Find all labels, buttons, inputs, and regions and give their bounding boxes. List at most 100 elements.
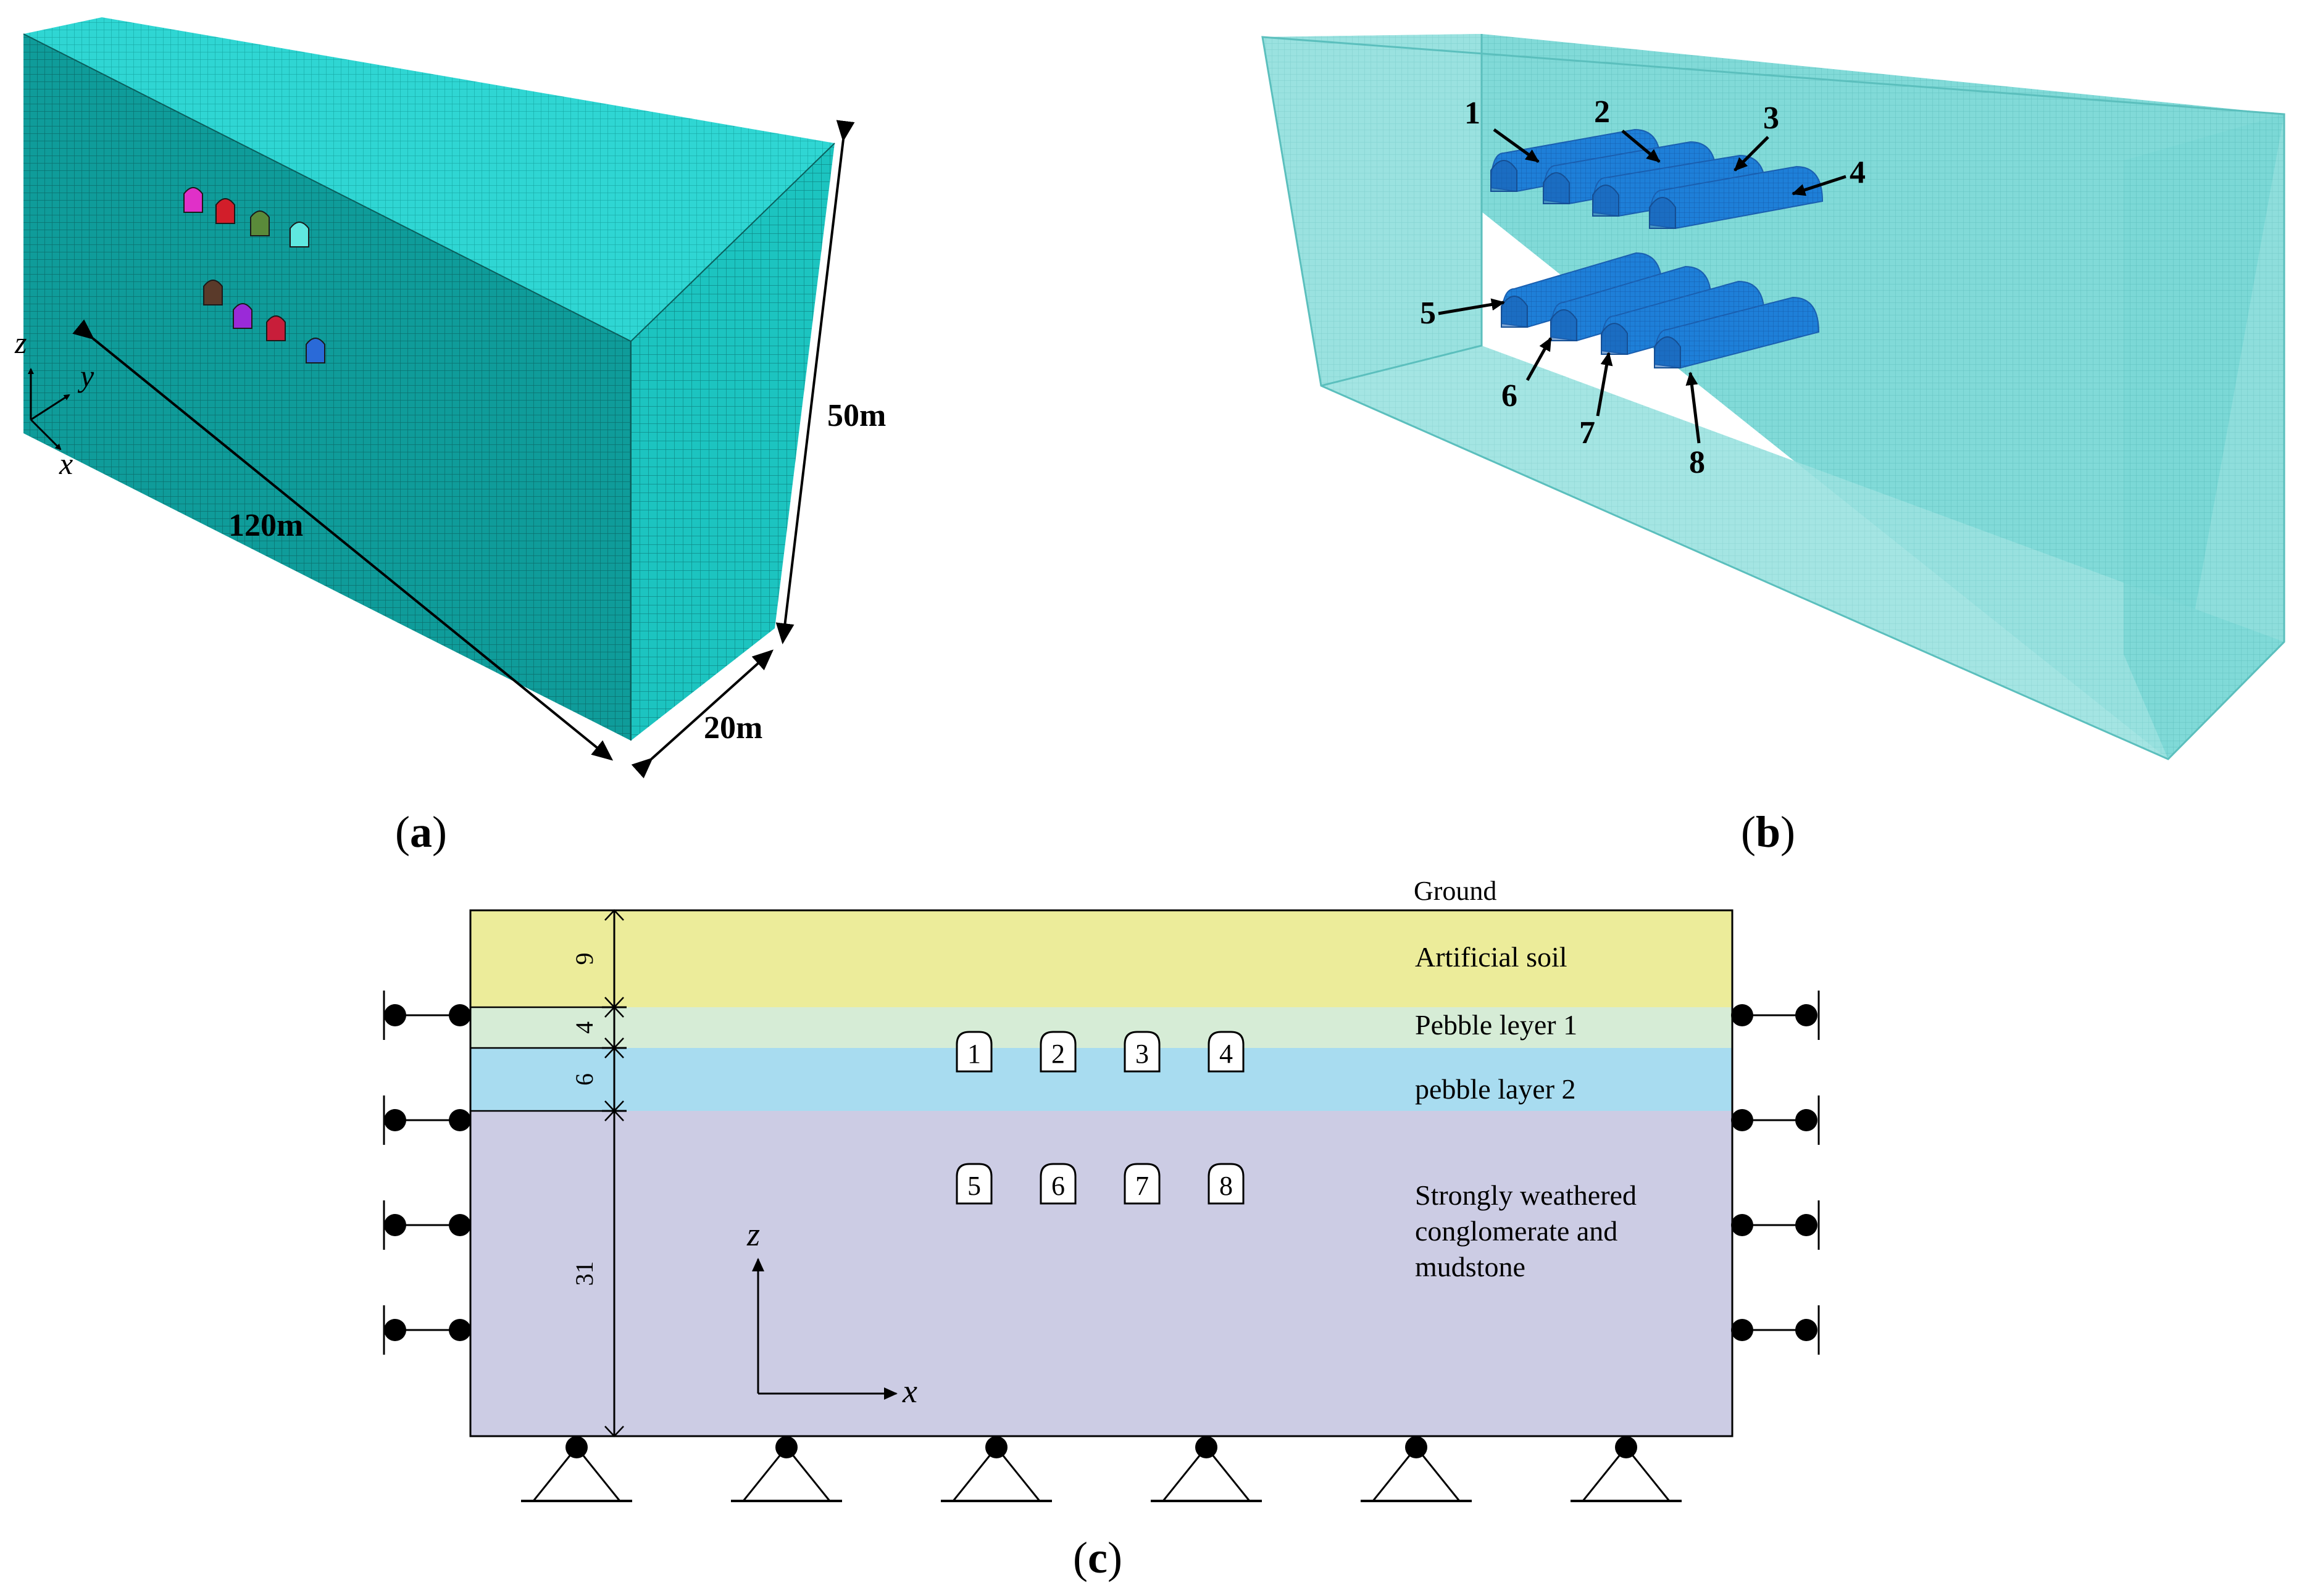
tunnel-label-6: 6	[1501, 378, 1517, 414]
tunnel-opening-5	[203, 280, 223, 305]
tunnel-section-label-3: 3	[1135, 1039, 1149, 1069]
tunnel-section-label-4: 4	[1219, 1039, 1233, 1069]
tunnel-section-7	[1124, 1163, 1161, 1205]
dimension-line-length	[72, 319, 614, 761]
section-axes: z x	[746, 1216, 917, 1410]
axis-label-y: y	[77, 359, 94, 393]
tunnel-section-8	[1208, 1163, 1245, 1205]
tunnel-section-label-1: 1	[967, 1039, 981, 1069]
left-roller-1	[384, 1004, 406, 1026]
tunnel-opening-2	[215, 198, 235, 224]
model-boundary	[469, 909, 1734, 1437]
caption-a: (a)	[395, 807, 447, 857]
tunnel-portal-5	[1501, 296, 1528, 328]
right-roller-2	[1731, 1109, 1753, 1131]
tunnel-cross-sections: 1 2 3 4 5 6 7 8	[956, 1031, 1245, 1205]
tunnel-portal-7	[1601, 323, 1628, 355]
tunnel-portal-3	[1592, 185, 1619, 217]
dimension-label-width: 20m	[704, 710, 762, 746]
axis-label-x: x	[59, 446, 73, 481]
callout-arrow-4	[1792, 175, 1846, 196]
left-roller-3	[384, 1214, 406, 1236]
dimension-label-length: 120m	[228, 508, 303, 543]
panel-b: 1 2 3 4 5 6 7 8 (b)	[1261, 34, 2285, 857]
tunnel-label-4: 4	[1850, 155, 1866, 190]
right-roller-4	[1731, 1319, 1753, 1341]
callout-arrow-3	[1734, 136, 1769, 172]
tunnel-models	[1490, 128, 1824, 369]
dimension-label-height: 50m	[827, 398, 886, 433]
tunnel-section-2	[1040, 1031, 1077, 1073]
tunnel-section-label-8: 8	[1219, 1171, 1233, 1201]
callout-arrow-6	[1525, 337, 1553, 381]
section-axis-label-x: x	[902, 1373, 917, 1410]
tunnel-section-label-5: 5	[967, 1171, 981, 1201]
tunnel-section-6	[1040, 1163, 1077, 1205]
ground-label: Ground	[1414, 876, 1496, 906]
tunnel-section-1	[956, 1031, 993, 1073]
panel-a: z y x 120m 50m 20m (a)	[14, 17, 886, 857]
mesh-box-right	[2124, 114, 2284, 759]
callout-arrow-7	[1596, 352, 1613, 417]
tunnel-label-5: 5	[1420, 296, 1436, 331]
tunnel-portal-4	[1649, 197, 1676, 229]
callout-arrow-5	[1438, 298, 1505, 315]
tunnel-section-label-2: 2	[1051, 1039, 1065, 1069]
tunnel-section-3	[1124, 1031, 1161, 1073]
tunnel-section-4	[1208, 1031, 1245, 1073]
layer-pebble-2	[470, 1048, 1732, 1111]
dimension-line-height	[775, 120, 855, 644]
right-roller-3	[1731, 1214, 1753, 1236]
tunnel-label-1: 1	[1464, 96, 1480, 131]
thickness-label-2: 4	[570, 1021, 598, 1034]
left-roller-2	[384, 1109, 406, 1131]
layer-label-artificial-soil: Artificial soil	[1415, 941, 1567, 973]
right-roller-1	[1731, 1004, 1753, 1026]
tunnel-opening-7	[266, 315, 286, 341]
mesh-box-back	[1262, 34, 1482, 386]
tunnel-portal-2	[1543, 172, 1570, 204]
tunnel-portal-6	[1550, 309, 1577, 341]
tunnel-label-3: 3	[1763, 101, 1779, 136]
thickness-label-1: 9	[570, 953, 598, 965]
mesh-box-bottom	[1321, 346, 2284, 759]
boundary-conditions	[383, 991, 1820, 1502]
tunnel-portal-8	[1654, 336, 1681, 368]
callout-arrow-1	[1493, 128, 1540, 164]
thickness-label-4: 31	[570, 1261, 598, 1286]
layer-weathered-rock	[470, 1111, 1732, 1436]
tunnel-label-2: 2	[1594, 94, 1610, 130]
axis-label-z: z	[14, 325, 27, 360]
layer-label-weathered-rock-line-1: Strongly weathered	[1415, 1179, 1637, 1211]
tunnel-section-5	[956, 1163, 993, 1205]
layer-label-weathered-rock-line-2: conglomerate and	[1415, 1215, 1617, 1247]
tunnel-opening-3	[250, 210, 270, 236]
layer-label-weathered-rock-line-3: mudstone	[1415, 1251, 1525, 1282]
section-axis-label-z: z	[746, 1216, 760, 1253]
layer-artificial-soil	[470, 910, 1732, 1007]
thickness-dimensions: 9 4 6 31	[570, 909, 627, 1437]
tunnel-label-8: 8	[1689, 445, 1705, 480]
callout-arrow-8	[1685, 372, 1701, 444]
tunnel-label-7: 7	[1579, 415, 1595, 451]
dimension-line-width	[631, 649, 774, 779]
layer-label-pebble-2: pebble layer 2	[1415, 1073, 1576, 1105]
tunnel-section-label-6: 6	[1051, 1171, 1065, 1201]
tunnel-opening-8	[306, 338, 325, 364]
tunnel-section-label-7: 7	[1135, 1171, 1149, 1201]
tunnel-callouts: 1 2 3 4 5 6 7 8	[1420, 94, 1866, 480]
layer-label-pebble-1: Pebble leyer 1	[1415, 1009, 1577, 1041]
callout-arrow-2	[1621, 130, 1661, 163]
caption-c: (c)	[1073, 1533, 1122, 1582]
tunnel-opening-6	[233, 303, 252, 329]
tunnel-opening-1	[183, 187, 203, 213]
caption-b: (b)	[1741, 807, 1795, 857]
tunnel-portal-1	[1490, 160, 1517, 192]
layer-pebble-1	[470, 1007, 1732, 1048]
thickness-label-3: 6	[570, 1073, 598, 1086]
left-roller-4	[384, 1319, 406, 1341]
mesh-top-face	[23, 17, 835, 341]
tunnel-opening-4	[290, 222, 309, 247]
